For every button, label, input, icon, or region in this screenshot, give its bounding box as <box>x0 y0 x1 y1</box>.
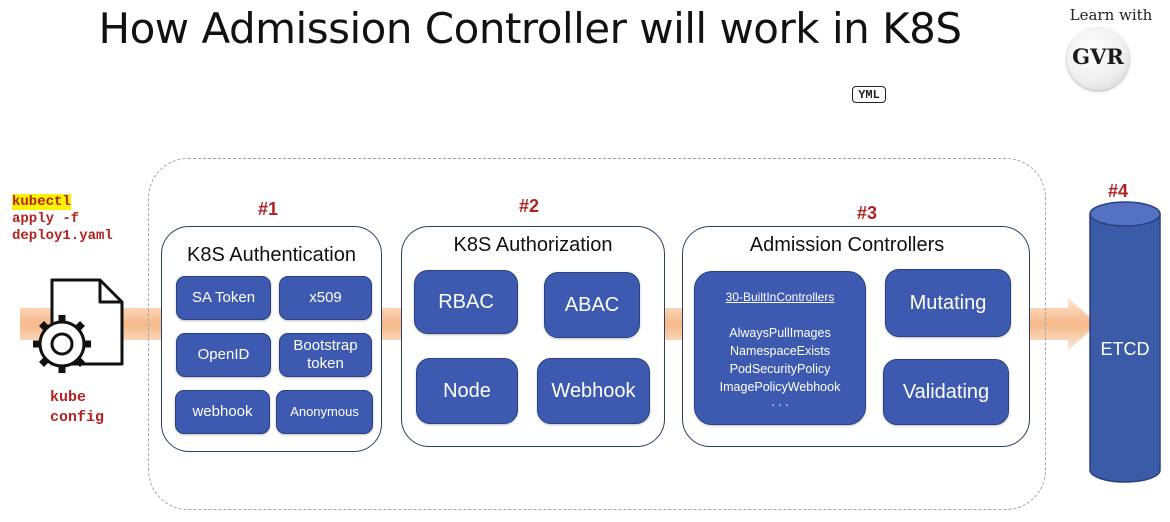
builtin-controllers-title: 30-BuiltInControllers <box>725 290 835 304</box>
api-server-boundary <box>148 158 1046 510</box>
auth-anonymous: Anonymous <box>276 390 373 434</box>
authentication-title: K8S Authentication <box>186 244 356 266</box>
auth-sa-token: SA Token <box>176 276 271 320</box>
kubectl-command: kubectl apply -f deploy1.yaml <box>12 194 113 245</box>
builtin-controller-item: AlwaysPullImages <box>729 326 831 340</box>
admission-validating: Validating <box>883 359 1009 425</box>
authorization-title: K8S Authorization <box>453 234 613 256</box>
admission-mutating: Mutating <box>885 269 1011 337</box>
auth-webhook: webhook <box>175 390 270 434</box>
auth-bootstrap-token: Bootstrap token <box>279 333 372 377</box>
kubectl-args: apply -f <box>12 211 80 227</box>
stage-3-number: #3 <box>857 203 878 223</box>
kubeconfig-line2: config <box>50 409 105 426</box>
builtin-controller-item: PodSecurityPolicy <box>729 362 831 376</box>
document-gear-icon <box>33 278 124 373</box>
logo-tagline: Learn with <box>1069 6 1153 24</box>
etcd-cylinder-icon <box>1089 201 1161 483</box>
stage-4-number: #4 <box>1108 181 1129 201</box>
builtin-controllers-panel: 30-BuiltInControllers AlwaysPullImages N… <box>694 271 866 425</box>
kubeconfig-line1: kube <box>50 389 87 406</box>
auth-openid: OpenID <box>176 333 271 377</box>
kubeconfig-label: kube config <box>50 388 104 428</box>
yml-badge: YML <box>852 86 886 103</box>
auth-x509: x509 <box>279 276 372 320</box>
authz-node: Node <box>416 358 518 424</box>
etcd-label: ETCD <box>1100 339 1150 359</box>
stage-1-number: #1 <box>258 199 279 219</box>
authz-abac: ABAC <box>544 272 640 338</box>
authz-rbac: RBAC <box>414 270 518 334</box>
admission-title: Admission Controllers <box>749 234 945 256</box>
logo-mark: GVR <box>1072 44 1124 69</box>
authz-webhook: Webhook <box>537 358 650 424</box>
builtin-controller-ellipsis: . . . <box>771 395 789 409</box>
page-title: How Admission Controller will work in K8… <box>98 4 962 53</box>
kubectl-file: deploy1.yaml <box>12 228 113 244</box>
builtin-controllers-list: AlwaysPullImages NamespaceExists PodSecu… <box>695 324 865 408</box>
logo-badge <box>1067 28 1129 90</box>
stage-2-number: #2 <box>519 196 540 216</box>
builtin-controller-item: NamespaceExists <box>729 344 831 358</box>
kubectl-keyword: kubectl <box>12 194 71 210</box>
builtin-controller-item: ImagePolicyWebhook <box>719 380 841 394</box>
